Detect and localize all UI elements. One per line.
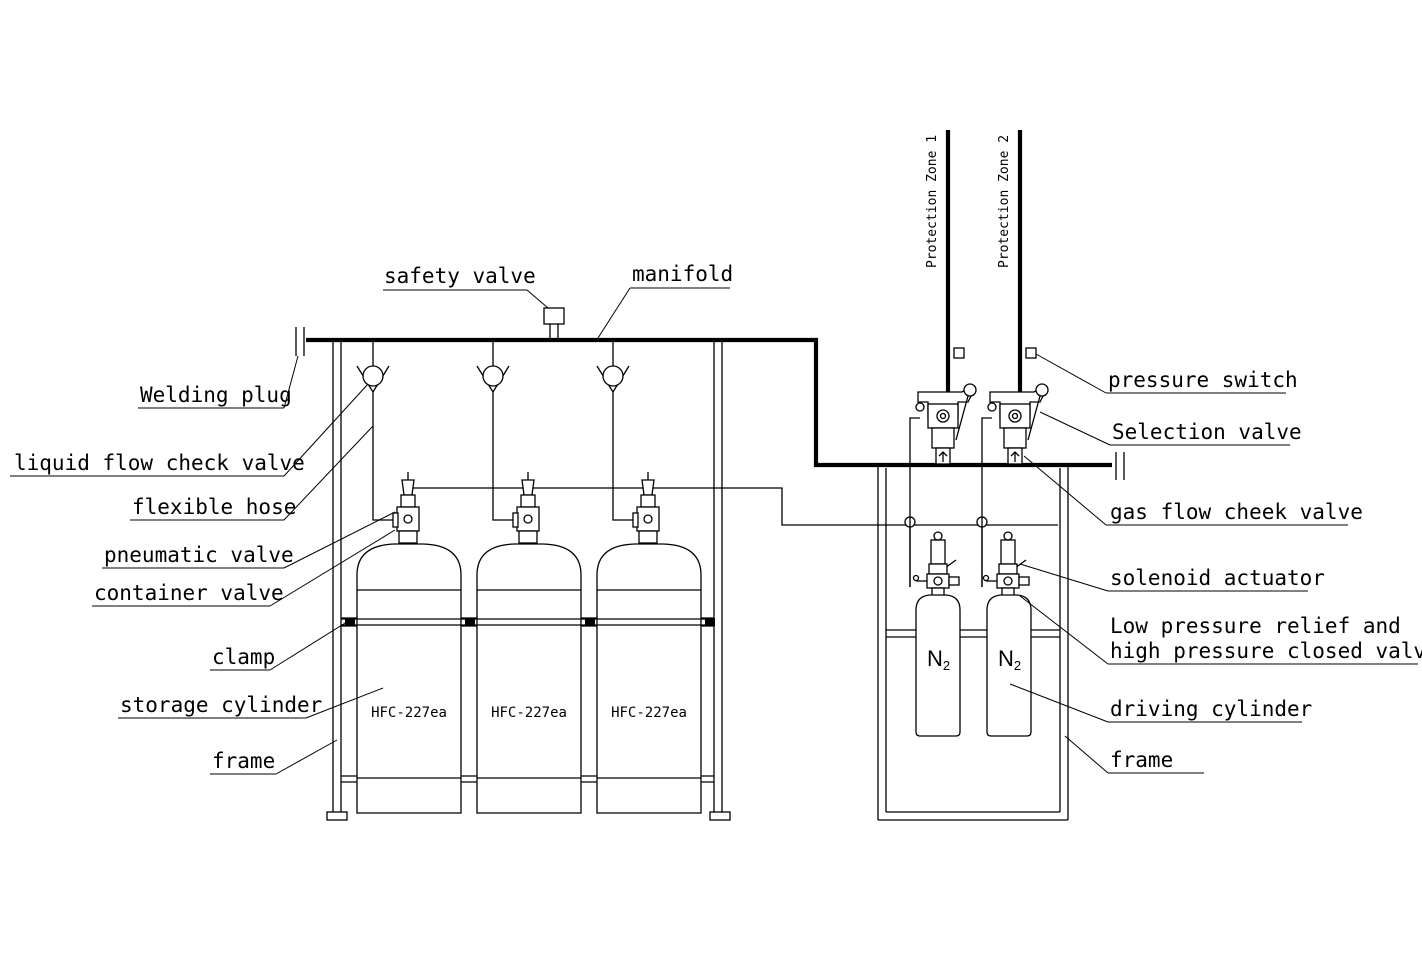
label-selection-valve: Selection valve xyxy=(1112,420,1302,444)
label-manifold: manifold xyxy=(632,262,733,286)
right-frame xyxy=(877,465,1069,821)
label-storage-cylinder: storage cylinder xyxy=(120,693,322,717)
storage-cylinders xyxy=(356,543,702,814)
container-valves xyxy=(392,472,660,544)
clamp-band xyxy=(341,618,715,779)
labels-right: pressure switch Selection valve gas flow… xyxy=(1108,368,1422,772)
zone-1-label: Protection Zone 1 xyxy=(925,135,940,268)
driver-valve-2 xyxy=(982,531,1030,597)
label-welding-plug: Welding plug xyxy=(140,383,292,407)
driving-cylinders xyxy=(915,594,1032,737)
leader-lines xyxy=(10,287,1418,775)
safety-valve xyxy=(543,307,565,340)
label-gas-flow-check-valve: gas flow cheek valve xyxy=(1110,500,1363,524)
pressure-switches xyxy=(953,347,1037,359)
flexible-hoses xyxy=(372,392,635,521)
welding-plug-right xyxy=(1115,452,1125,480)
label-clamp: clamp xyxy=(212,645,275,669)
cylinder-3-agent: HFC-227ea xyxy=(611,705,687,721)
driver-1-gas: N2 xyxy=(927,646,950,673)
cylinder-1-agent: HFC-227ea xyxy=(371,705,447,721)
zone-2-label: Protection Zone 2 xyxy=(997,135,1012,268)
label-solenoid-actuator: solenoid actuator xyxy=(1110,566,1325,590)
cylinder-2-agent: HFC-227ea xyxy=(491,705,567,721)
label-relief-valve-line2: high pressure closed valve xyxy=(1110,639,1422,663)
label-pneumatic-valve: pneumatic valve xyxy=(104,543,294,567)
manifold-pipe xyxy=(306,337,1112,468)
driver-valve-1 xyxy=(912,531,960,597)
label-frame-right: frame xyxy=(1110,748,1173,772)
label-liquid-flow-check-valve: liquid flow check valve xyxy=(14,451,305,475)
zone-pipes xyxy=(945,130,1023,392)
selection-valve-1 xyxy=(915,383,977,465)
control-lines xyxy=(909,417,992,587)
label-driving-cylinder: driving cylinder xyxy=(1110,697,1312,721)
label-pressure-switch: pressure switch xyxy=(1108,368,1298,392)
selection-valve-2 xyxy=(987,383,1049,465)
driver-2-gas: N2 xyxy=(998,646,1021,673)
labels-left: safety valve manifold Welding plug liqui… xyxy=(14,262,733,773)
label-flexible-hose: flexible hose xyxy=(132,495,296,519)
welding-plug-left xyxy=(295,327,305,356)
label-relief-valve-line1: Low pressure relief and xyxy=(1110,614,1401,638)
label-container-valve: container valve xyxy=(94,581,284,605)
liquid-check-valves xyxy=(356,340,630,394)
label-safety-valve: safety valve xyxy=(384,264,536,288)
label-frame-left: frame xyxy=(212,749,275,773)
